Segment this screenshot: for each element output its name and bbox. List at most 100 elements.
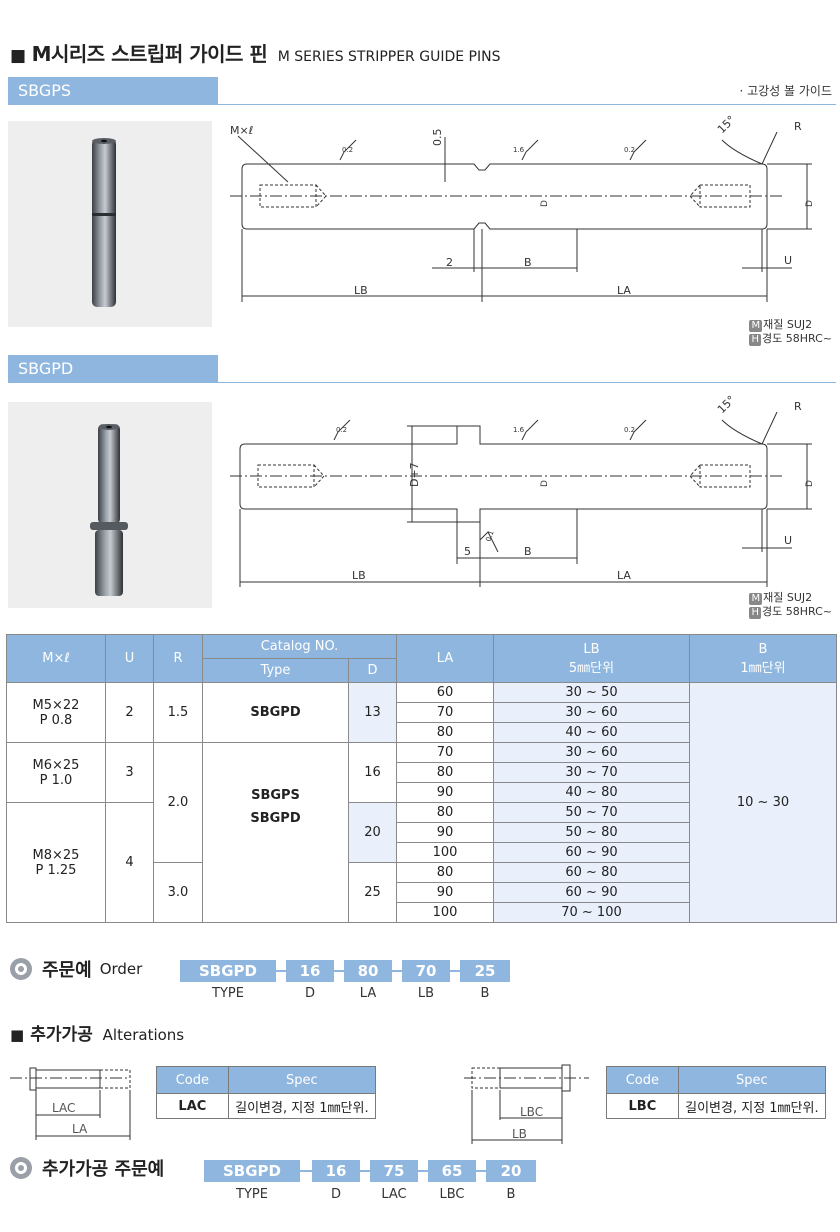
mxl-pitch: P 0.8: [39, 712, 73, 728]
cell-la: 80: [396, 862, 494, 883]
table-row: LBC 길이변경, 지정 1㎜단위.: [606, 1093, 827, 1119]
cell-lb: 50 ~ 70: [493, 802, 690, 823]
header-r: R: [153, 634, 203, 683]
dim-angle: 15°: [715, 113, 738, 136]
cell-type: SBGPS: [202, 742, 349, 803]
alterations-heading: ■ 추가가공 Alterations: [10, 1020, 184, 1045]
header-catalog: Catalog NO.: [202, 634, 397, 659]
cell-la: 90: [396, 782, 494, 803]
section-divider: [218, 382, 836, 383]
order-label-type: TYPE: [212, 986, 244, 1001]
alt-order-box-d: 16: [312, 1160, 360, 1182]
gear-icon: [10, 1157, 32, 1179]
order-dash: [418, 1170, 428, 1172]
dim-two: 2: [446, 256, 453, 269]
alterations-title-ko: 추가가공: [30, 1025, 93, 1045]
cell-lb: 60 ~ 90: [493, 842, 690, 863]
cell-lb: 50 ~ 80: [493, 822, 690, 843]
title-english: M SERIES STRIPPER GUIDE PINS: [277, 49, 501, 65]
order-dash: [450, 970, 460, 972]
table-row: 80 30 ~ 70: [7, 762, 837, 783]
product-photo-sbgps: [8, 121, 212, 327]
dim-la: LA: [617, 569, 631, 582]
order-dash: [360, 1170, 370, 1172]
cell-lb: 60 ~ 80: [493, 862, 690, 883]
dim-rough1: 0.2: [342, 146, 353, 154]
header-code: Code: [156, 1066, 229, 1094]
order-label-d: D: [304, 986, 315, 1001]
cell-type: SBGPD: [202, 682, 349, 743]
cell-spec: 길이변경, 지정 1㎜단위.: [227, 1093, 377, 1119]
alterations-title-en: Alterations: [102, 1026, 185, 1044]
dim-d-tol-end: D: [805, 200, 815, 207]
hardness-text: 경도 58HRC~: [762, 605, 832, 618]
alt-order-label-type: TYPE: [236, 1187, 268, 1202]
section-label: SBGPD: [18, 359, 74, 378]
dim-la: LA: [617, 284, 631, 297]
dim-angle: 15°: [715, 393, 738, 416]
dim-groove: 0.5: [431, 129, 444, 147]
section-label: SBGPS: [18, 81, 72, 100]
dim-lb: LB: [512, 1127, 527, 1141]
dim-d-tol: D: [540, 200, 550, 207]
cell-lb: 60 ~ 90: [493, 882, 690, 903]
dim-d-tol-end: D: [805, 480, 815, 487]
table-row: 90 60 ~ 90: [7, 882, 837, 903]
header-spec: Spec: [227, 1066, 377, 1094]
order-label-la: LA: [359, 986, 377, 1001]
drawing-sbgpd: D+7 0.2 1.6 0.2 0.1 15° R D D 5 B LB LA …: [230, 393, 815, 587]
cell-type: SBGPD: [202, 802, 349, 923]
alt-order-box-b: 20: [486, 1160, 536, 1182]
header-code: Code: [606, 1066, 679, 1094]
dim-radius: R: [794, 400, 802, 413]
cell-r: 3.0: [153, 862, 203, 923]
order-box-b: 25: [460, 960, 510, 982]
header-d: D: [348, 658, 397, 683]
order-box-la: 80: [344, 960, 392, 982]
cell-lb: 40 ~ 60: [493, 722, 690, 743]
cell-lb: 70 ~ 100: [493, 902, 690, 923]
cell-b: 10 ~ 30: [689, 682, 837, 923]
cell-la: 70: [396, 742, 494, 763]
cell-la: 80: [396, 762, 494, 783]
cell-la: 100: [396, 842, 494, 863]
dim-mxl: M×ℓ: [230, 124, 253, 137]
pin-photo-icon: [90, 424, 128, 596]
cell-r: 1.5: [153, 682, 203, 743]
alt-order-heading: 추가가공 주문예: [8, 1155, 164, 1181]
cell-la: 80: [396, 722, 494, 743]
header-b-label: B: [758, 641, 768, 657]
alterations-square-icon: ■: [10, 1026, 25, 1044]
alt-order-label-lac: LAC: [381, 1187, 407, 1202]
dim-d-tol: D: [540, 480, 550, 487]
dim-rough2: 1.6: [513, 426, 525, 434]
dim-lb: LB: [354, 284, 368, 297]
cell-lb: 30 ~ 60: [493, 702, 690, 723]
order-title-en: Order: [99, 960, 143, 978]
section-divider: [218, 104, 836, 105]
alteration-table-lbc: Code Spec LBC 길이변경, 지정 1㎜단위.: [606, 1066, 827, 1119]
table-row: 3.0 25 80 60 ~ 80: [7, 862, 837, 923]
table-row: LAC 길이변경, 지정 1㎜단위.: [156, 1093, 377, 1119]
product-photo-sbgpd: [8, 402, 212, 608]
alteration-drawing-lbc: LBC LB: [464, 1064, 589, 1144]
order-label-b: B: [480, 986, 490, 1001]
header-la: LA: [396, 634, 494, 683]
material-text: 재질 SUJ2: [763, 591, 813, 604]
cell-d: 25: [348, 862, 397, 923]
table-row: 90 40 ~ 80: [7, 782, 837, 803]
dim-rough2: 1.6: [513, 146, 525, 154]
cell-la: 70: [396, 702, 494, 723]
dim-lac: LAC: [52, 1101, 75, 1115]
dim-b: B: [524, 545, 532, 558]
section-bar-sbgps: SBGPS: [8, 77, 218, 105]
order-box-type: SBGPD: [180, 960, 276, 982]
cell-code: LAC: [156, 1093, 229, 1119]
order-dash: [476, 1170, 486, 1172]
